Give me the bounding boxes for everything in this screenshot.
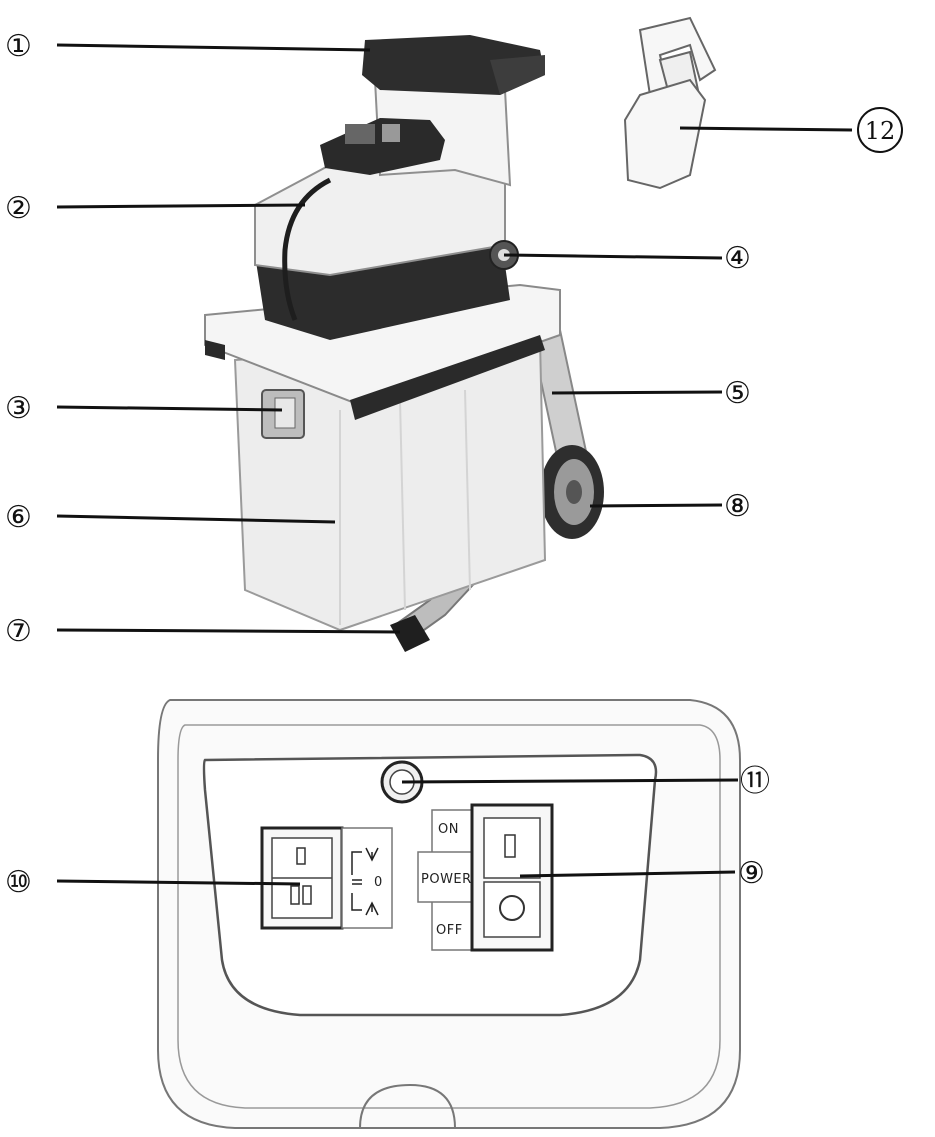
frame-foot	[390, 615, 430, 652]
power-switch[interactable]	[470, 803, 554, 952]
power-switch-labels: ON POWER OFF	[417, 809, 475, 951]
callout-numbers: ① ② ③ ④ ⑤ ⑥ ⑦ ⑧ ⑨ ⑩ ⑪ 12	[5, 29, 903, 900]
pusher-tool	[623, 16, 717, 190]
leader-line-12	[679, 126, 853, 132]
control-panel: 0 ON POWER OFF	[157, 699, 741, 1129]
callout-12-badge: 12	[857, 107, 903, 153]
direction-switch[interactable]	[260, 826, 344, 930]
power-on-label: ON	[438, 822, 459, 837]
leader-line-7	[56, 628, 401, 634]
leader-line-4	[503, 253, 723, 260]
leader-lines	[56, 43, 853, 886]
callout-1: ①	[5, 29, 32, 64]
wheel	[540, 445, 604, 539]
leader-line-11	[401, 778, 739, 784]
power-off-label: OFF	[436, 923, 463, 938]
panel-notch	[359, 1083, 456, 1129]
leader-line-10	[56, 879, 301, 886]
leader-line-5	[551, 390, 723, 395]
callout-5: ⑤	[724, 376, 751, 411]
power-cable	[282, 177, 332, 321]
direction-symbols: 0	[341, 827, 393, 929]
shredder-illustration	[204, 35, 604, 652]
leader-line-8	[589, 503, 723, 508]
callout-6: ⑥	[5, 500, 32, 535]
leader-line-2	[56, 203, 306, 209]
leader-line-9	[519, 870, 736, 878]
callout-4: ④	[724, 241, 751, 276]
leader-line-3	[56, 405, 283, 412]
callout-10: ⑩	[5, 865, 32, 900]
leader-line-6	[56, 514, 336, 524]
power-label: POWER	[421, 872, 472, 887]
callout-9: ⑨	[738, 856, 765, 891]
callout-2: ②	[5, 191, 32, 226]
callout-3: ③	[5, 391, 32, 426]
bin-rim-dark-band	[350, 335, 545, 420]
callout-12: 12	[865, 117, 896, 145]
leader-line-1	[56, 43, 371, 52]
direction-zero-label: 0	[374, 875, 383, 890]
callout-8: ⑧	[724, 489, 751, 524]
callout-11: ⑪	[740, 764, 770, 799]
callout-7: ⑦	[5, 614, 32, 649]
